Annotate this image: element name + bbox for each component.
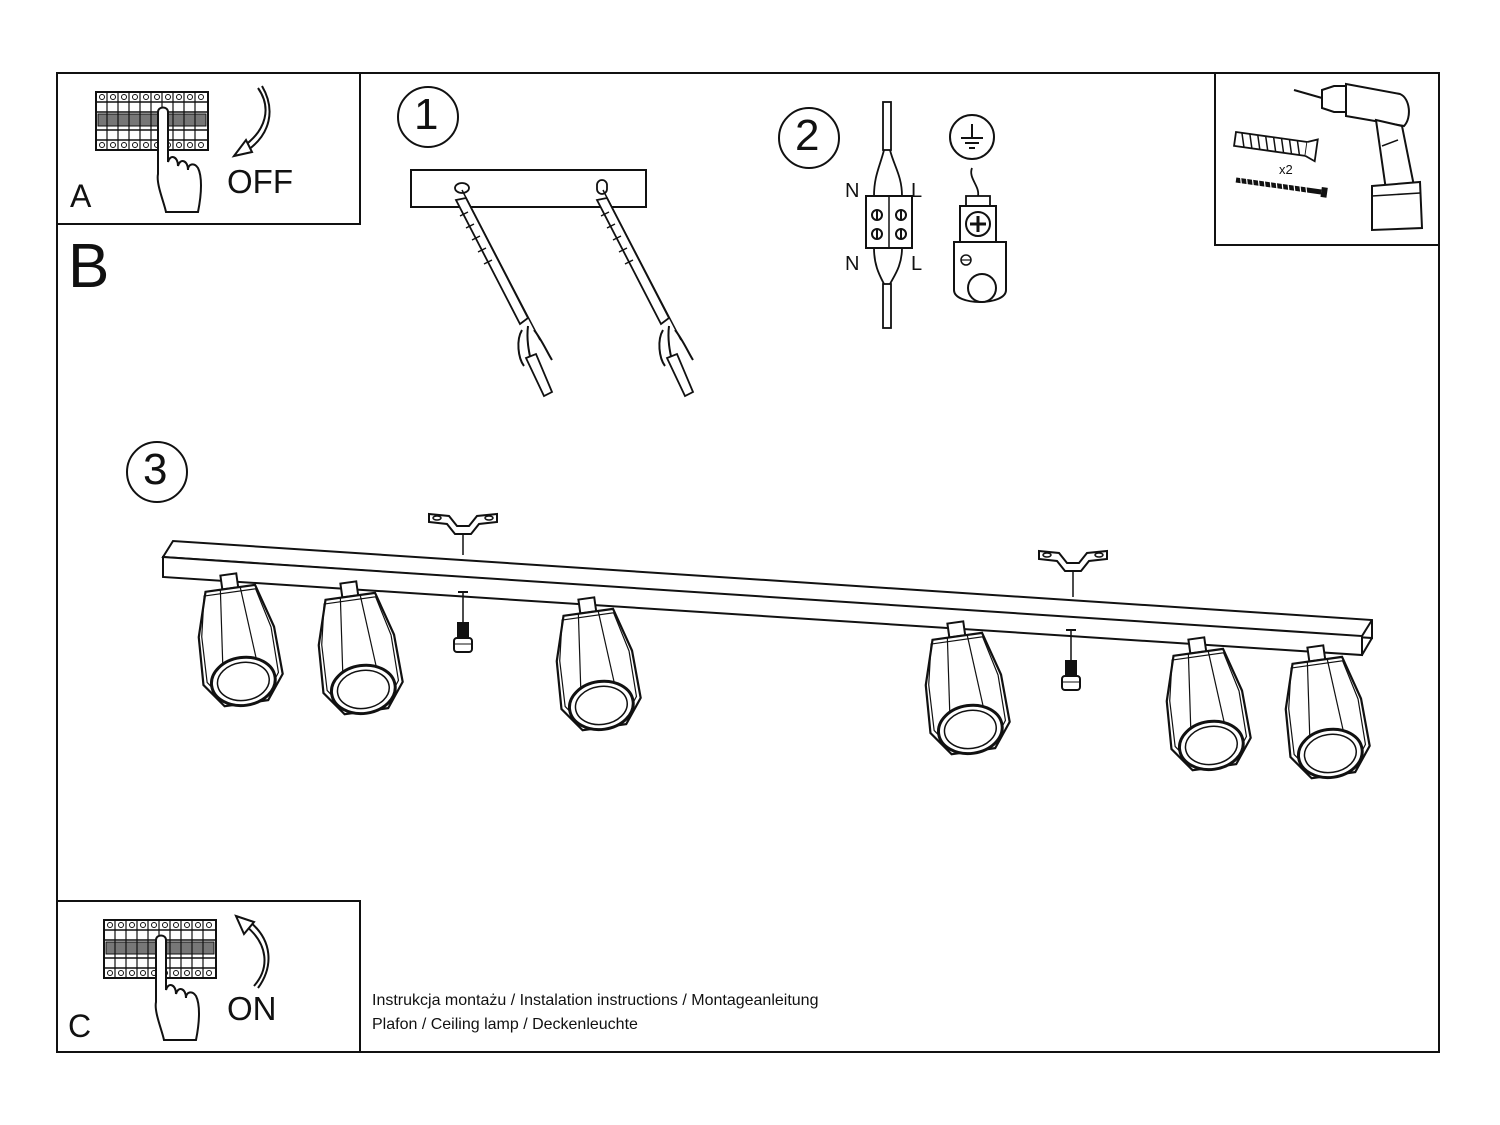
panel-a-off-label: OFF <box>227 163 293 200</box>
terminal-block-icon <box>865 101 913 329</box>
neutral-bottom-label: N <box>845 253 860 275</box>
mounting-plate <box>410 169 647 208</box>
step-3-number: 3 <box>143 445 168 494</box>
wall-plug-screw-icon <box>596 189 694 397</box>
allen-bolt-icon <box>453 591 473 653</box>
wall-plug-icon <box>1233 130 1319 163</box>
sheet-frame <box>56 72 1440 1053</box>
step-2-circle <box>778 107 840 169</box>
mounting-bracket-icon <box>428 513 498 535</box>
lamp-rail <box>161 539 1373 657</box>
mounting-bracket-icon <box>1038 550 1108 572</box>
spotlight-head <box>187 567 288 713</box>
arrow-up-icon <box>234 914 270 989</box>
spotlight-head <box>307 575 408 721</box>
panel-c-box <box>56 900 361 1053</box>
ground-terminal-icon <box>953 195 1007 303</box>
step-2-number: 2 <box>795 111 820 160</box>
caption-line-2: Plafon / Ceiling lamp / Deckenleuchte <box>372 1016 638 1033</box>
panel-b-letter: B <box>68 232 110 301</box>
panel-a-letter: A <box>70 178 92 214</box>
arrow-down-icon <box>231 85 271 158</box>
panel-c-letter: C <box>68 1008 92 1044</box>
circuit-breaker-icon <box>95 91 209 151</box>
screw-icon <box>1235 176 1328 198</box>
tools-box <box>1214 72 1440 246</box>
neutral-top-label: N <box>845 180 860 202</box>
quantity-label: x2 <box>1279 162 1293 177</box>
step-1-number: 1 <box>414 90 439 139</box>
allen-bolt-icon <box>1061 629 1081 691</box>
live-bottom-label: L <box>911 253 923 275</box>
spotlight-head <box>914 615 1015 761</box>
panel-c-on-label: ON <box>227 990 277 1027</box>
ground-symbol-icon <box>949 114 995 197</box>
drill-icon <box>1293 82 1424 232</box>
spotlight-head <box>1274 639 1375 785</box>
step-3-circle <box>126 441 188 503</box>
live-top-label: L <box>911 180 923 202</box>
wall-plug-screw-icon <box>455 189 553 397</box>
spotlight-head <box>1155 631 1256 777</box>
spotlight-head <box>545 591 646 737</box>
caption-line-1: Instrukcja montażu / Instalation instruc… <box>372 992 819 1009</box>
panel-a-box <box>56 72 361 225</box>
step-1-circle <box>397 86 459 148</box>
